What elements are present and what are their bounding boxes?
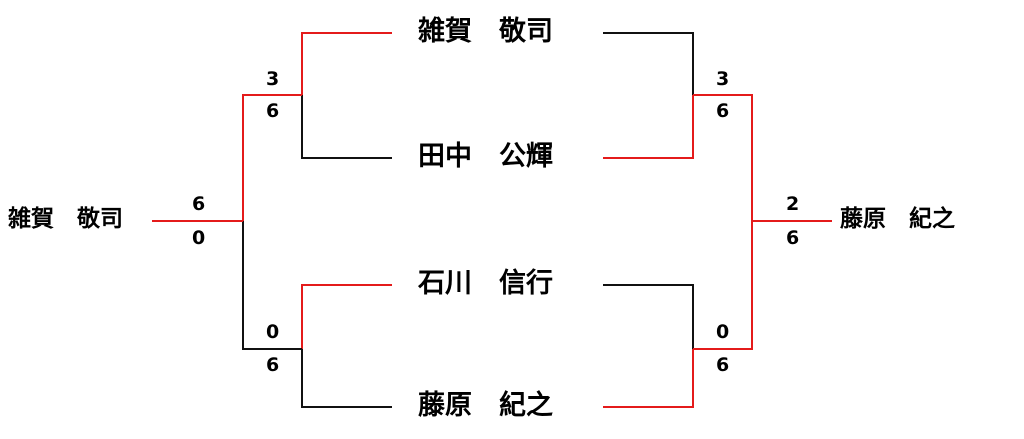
score-left-final-lower: 0 — [192, 227, 206, 249]
score-left-final-upper: 6 — [192, 193, 206, 215]
line-right-p1 — [603, 32, 694, 95]
champion-left: 雑賀 敬司 — [8, 206, 123, 232]
player-name-2: 田中 公輝 — [418, 141, 553, 172]
player-name-4: 藤原 紀之 — [418, 390, 553, 421]
line-left-p1 — [301, 32, 392, 95]
line-right-p3 — [603, 284, 694, 349]
line-left-semi-top — [242, 94, 302, 221]
score-right-semi-top-lower: 6 — [716, 100, 730, 122]
score-right-semi-bottom-lower: 6 — [716, 354, 730, 376]
score-right-semi-top-upper: 3 — [716, 68, 730, 90]
line-left-p3 — [301, 284, 392, 349]
score-right-semi-bottom-upper: 0 — [716, 321, 730, 343]
line-left-p2 — [301, 95, 392, 159]
line-right-semi-bottom — [693, 221, 753, 350]
line-right-p4 — [603, 349, 694, 408]
score-right-final-upper: 2 — [786, 193, 800, 215]
champion-right: 藤原 紀之 — [840, 206, 955, 232]
line-right-p2 — [603, 95, 694, 159]
line-left-p4 — [301, 349, 392, 408]
line-left-semi-bottom — [242, 221, 302, 350]
player-name-1: 雑賀 敬司 — [418, 16, 553, 47]
line-right-semi-top — [693, 94, 753, 221]
score-left-semi-top-upper: 3 — [266, 68, 280, 90]
score-right-final-lower: 6 — [786, 227, 800, 249]
score-left-semi-top-lower: 6 — [266, 100, 280, 122]
player-name-3: 石川 信行 — [418, 268, 553, 299]
score-left-semi-bottom-lower: 6 — [266, 354, 280, 376]
score-left-semi-bottom-upper: 0 — [266, 321, 280, 343]
